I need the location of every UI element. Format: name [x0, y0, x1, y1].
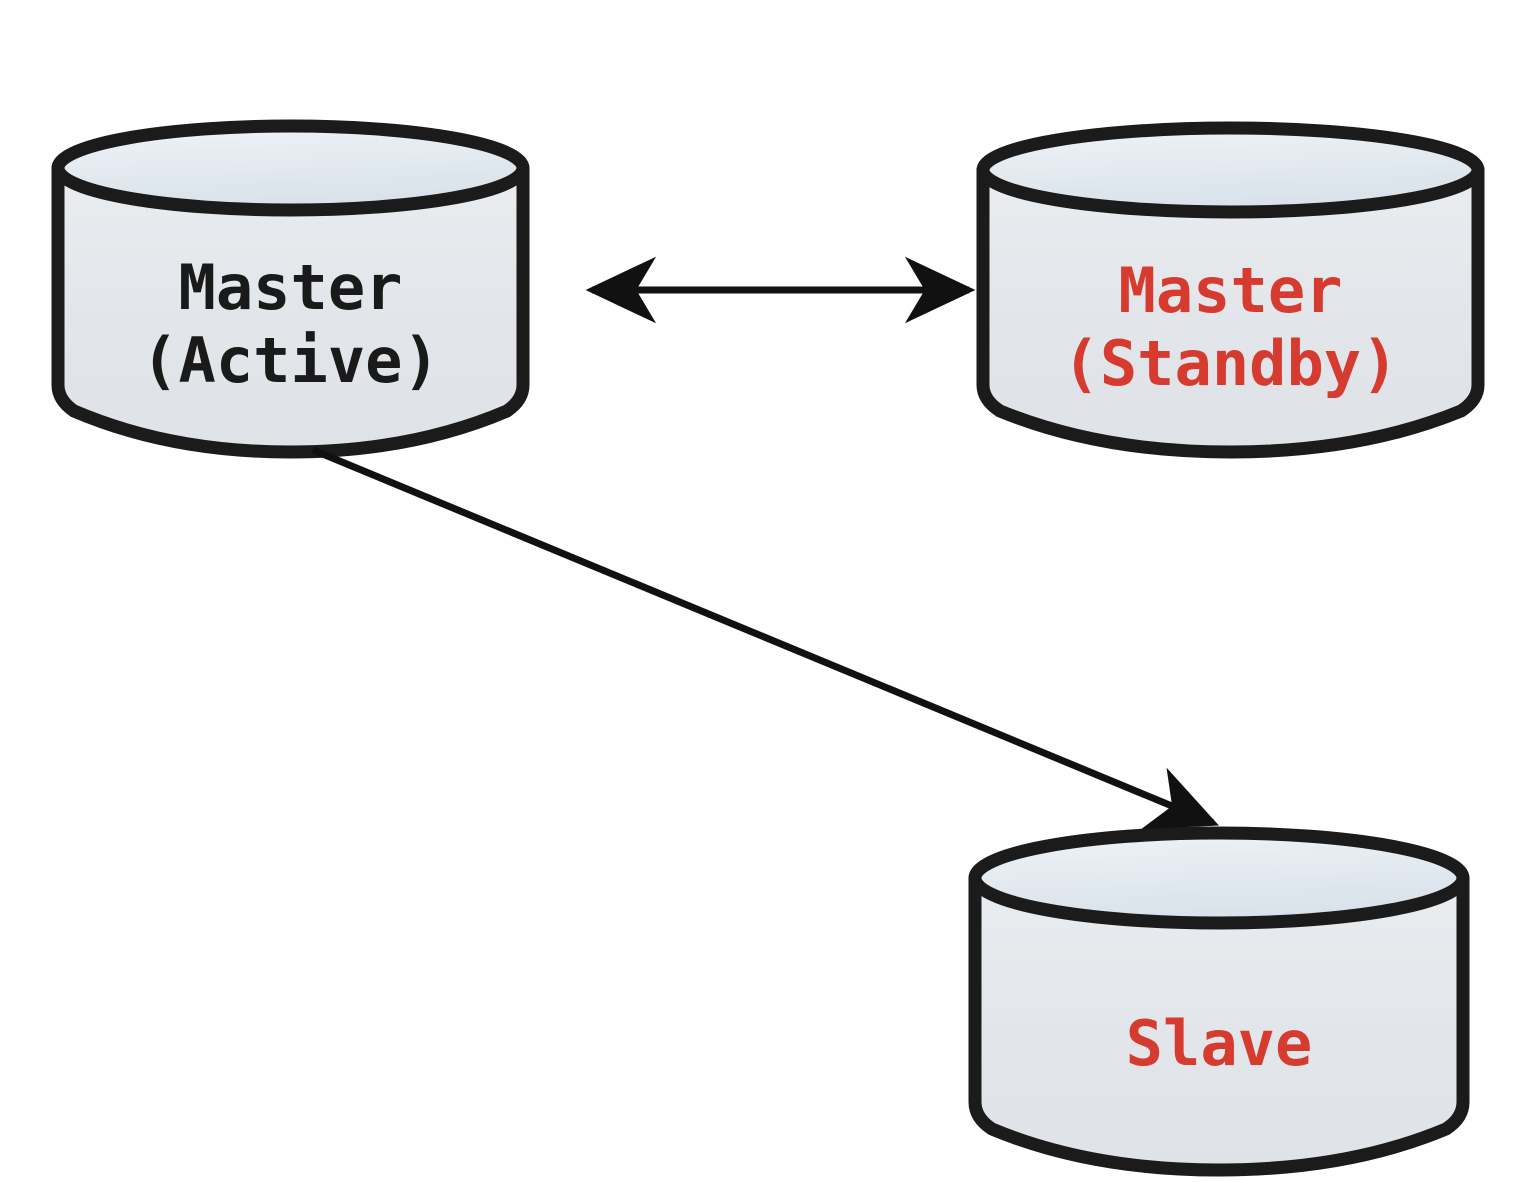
node-master-standby[interactable] — [976, 121, 1485, 459]
cylinder-top-master-active — [51, 119, 530, 217]
cylinder-body-master-active — [51, 161, 530, 459]
node-master-active[interactable] — [51, 119, 530, 459]
edge-master-active-to-slave — [311, 446, 1219, 830]
cylinder-body-master-standby — [976, 163, 1485, 459]
cylinder-top-master-standby — [976, 121, 1485, 219]
cylinder-top-slave — [968, 826, 1470, 930]
cylinder-body-slave — [968, 871, 1470, 1177]
node-slave[interactable] — [968, 826, 1470, 1177]
